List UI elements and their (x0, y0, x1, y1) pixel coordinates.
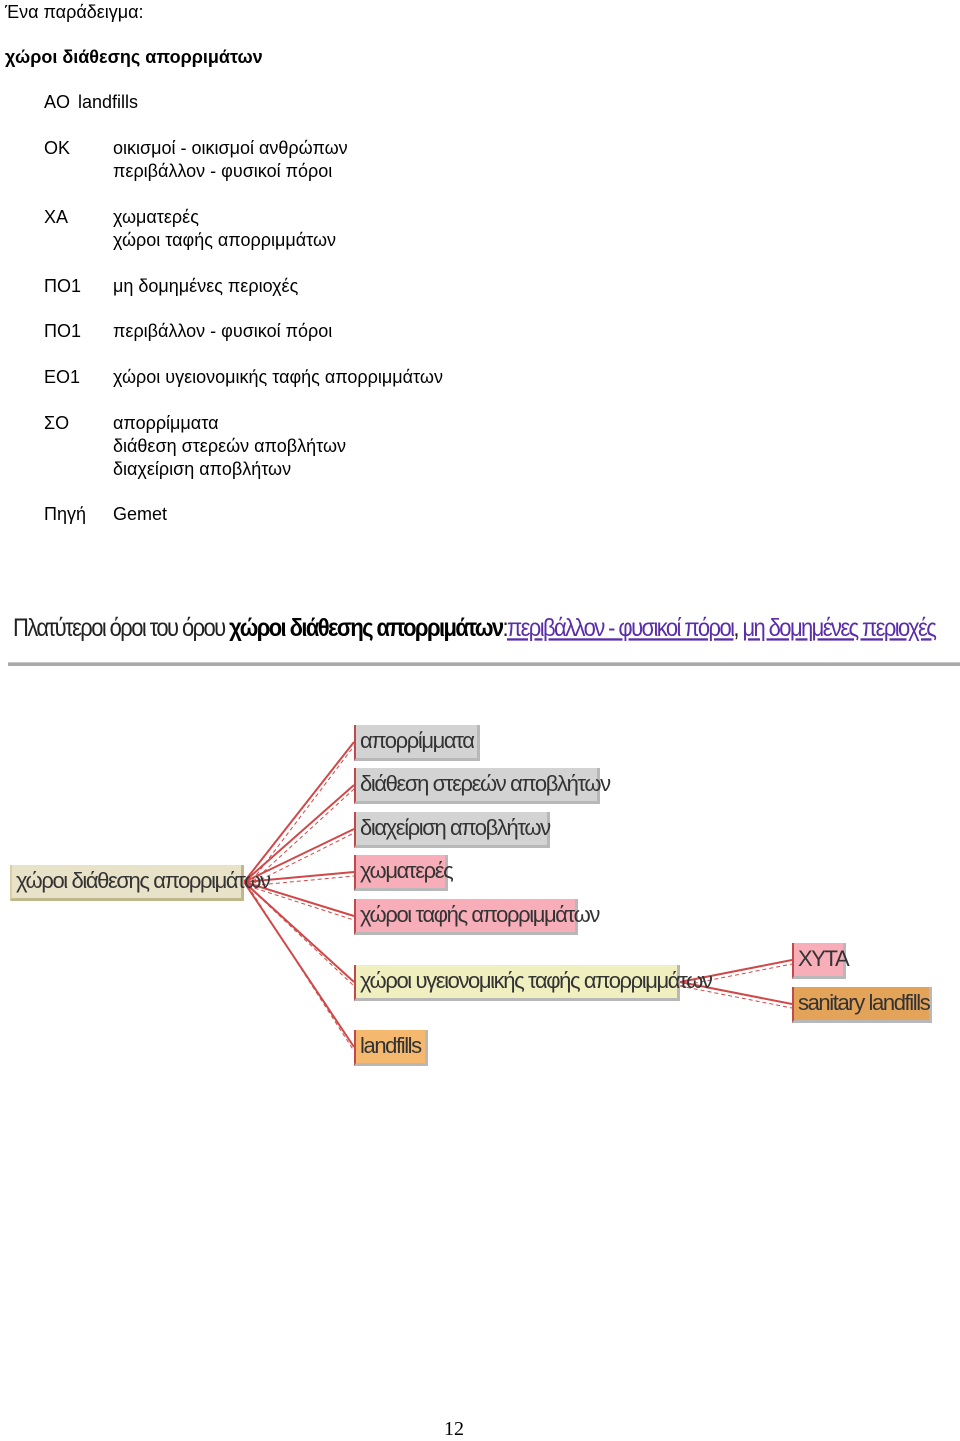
graph-node-diaxeirisi[interactable]: διαχείριση αποβλήτων (354, 812, 551, 848)
definition-line: οικισμοί - οικισμοί ανθρώπων (113, 138, 348, 158)
intro-text: Ένα παράδειγμα: (5, 2, 144, 22)
definition-key: ΕΟ1 (44, 367, 81, 387)
definition-line: απορρίμματα (113, 413, 219, 433)
definition-line: Gemet (113, 504, 168, 524)
term-graph-screenshot: Πλατύτεροι όροι του όρου χώροι διάθεσης … (8, 604, 960, 1074)
definition-value: μη δομημένες περιοχές (113, 275, 298, 298)
graph-node-ygeionomikis[interactable]: χώροι υγειονομικής ταφής απορριμμάτων (354, 965, 713, 1001)
graph-node-root[interactable]: χώροι διάθεσης απορριμάτων (10, 865, 271, 901)
definition-value: χώροι υγειονομικής ταφής απορριμμάτων (113, 366, 443, 389)
horizontal-rule (8, 662, 960, 666)
broader-term-link-environment[interactable]: περιβάλλον - φυσικοί πόροι (507, 613, 735, 642)
graph-node-sanitary-landfills[interactable]: sanitary landfills (792, 987, 932, 1023)
graph-connectors (243, 741, 793, 1052)
page-number: 12 (444, 1418, 464, 1440)
definition-value: Gemet (113, 503, 167, 526)
definition-line: διάθεση στερεών αποβλήτων (113, 436, 346, 456)
graph-node-diathesi[interactable]: διάθεση στερεών αποβλήτων (354, 768, 611, 804)
definition-key: ΠΟ1 (44, 321, 82, 341)
graph-node-landfills[interactable]: landfills (354, 1030, 428, 1066)
definition-key: AO (44, 92, 71, 112)
definition-line: περιβάλλον - φυσικοί πόροι (113, 161, 333, 181)
definition-value: απορρίμματα διάθεση στερεών αποβλήτων δι… (113, 412, 346, 481)
definition-line: μη δομημένες περιοχές (113, 276, 299, 296)
definition-line: landfills (78, 92, 139, 112)
definition-line: χωματερές (113, 207, 199, 227)
graph-node-apor[interactable]: απορρίμματα (354, 725, 480, 761)
term-title: χώροι διάθεσης απορριμάτων (5, 47, 263, 67)
heading-separator: , (733, 613, 743, 642)
definition-key: OK (44, 138, 71, 158)
definition-key: ΠΟ1 (44, 276, 82, 296)
graph-node-xomateres[interactable]: χωματερές (354, 855, 454, 891)
definition-value: χωματερές χώροι ταφής απορριμμάτων (113, 206, 336, 252)
definition-line: διαχείριση αποβλήτων (113, 459, 292, 479)
definition-line: περιβάλλον - φυσικοί πόροι (113, 321, 333, 341)
definition-line: χώροι υγειονομικής ταφής απορριμμάτων (113, 367, 443, 387)
graph-node-xoroi-tafis[interactable]: χώροι ταφής απορριμμάτων (354, 899, 600, 935)
definition-key: ΣΟ (44, 413, 70, 433)
definition-value: οικισμοί - οικισμοί ανθρώπων περιβάλλον … (113, 137, 348, 183)
heading-colon: : (502, 613, 508, 642)
definition-value: περιβάλλον - φυσικοί πόροι (113, 320, 332, 343)
definition-key: Πηγή (44, 504, 87, 524)
graph-node-xyta[interactable]: ΧΥΤΑ (792, 943, 850, 979)
definition-line: χώροι ταφής απορριμμάτων (113, 230, 337, 250)
broader-term-link-undeveloped[interactable]: μη δομημένες περιοχές (742, 613, 936, 642)
definition-value: landfills (78, 91, 138, 114)
heading-prefix: Πλατύτεροι όροι του όρου (13, 613, 230, 642)
heading-term: χώροι διάθεσης απορριμάτων (229, 613, 504, 642)
broader-terms-heading: Πλατύτεροι όροι του όρου χώροι διάθεσης … (13, 613, 937, 643)
definition-key: ΧΑ (44, 207, 69, 227)
